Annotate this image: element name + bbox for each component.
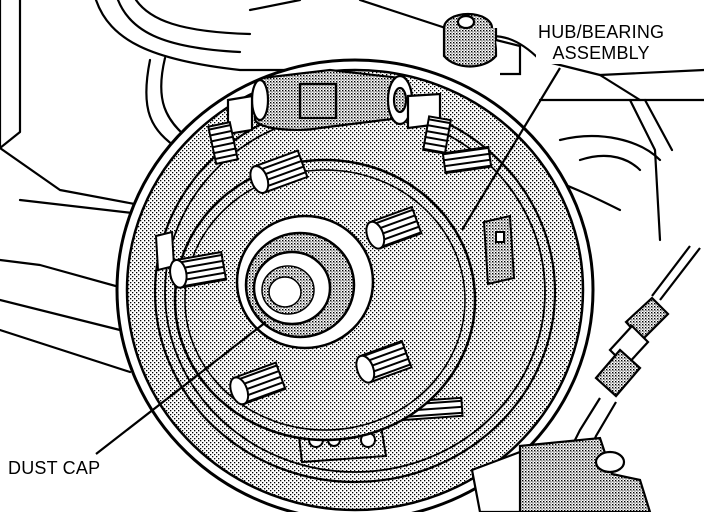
lower-right-housing [470,436,652,512]
dust-cap-label: DUST CAP [6,458,103,479]
hub-bearing-label-line2: ASSEMBLY [552,43,650,63]
dust-cap-leader-line [95,321,267,455]
hub-bearing-assembly-label: HUB/BEARING ASSEMBLY [536,22,667,64]
upper-bolt [442,12,522,76]
dust-cap [235,214,375,350]
return-springs [207,115,493,422]
hub-bearing-label-line1: HUB/BEARING [538,22,665,42]
wheel-cylinder [226,68,442,136]
adjuster-bracket [482,214,516,286]
leader-lines [95,67,561,455]
hub-bearing-leader-line [461,67,561,231]
wheel-studs [169,149,423,406]
